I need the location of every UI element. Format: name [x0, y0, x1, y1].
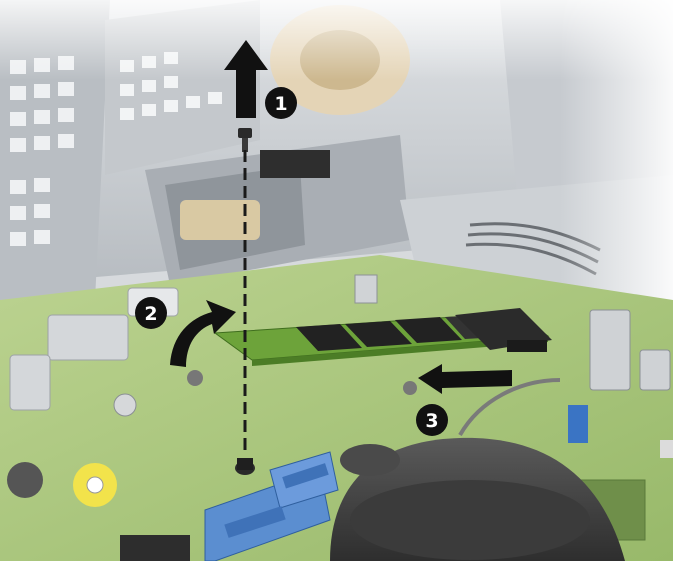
step-callout-1: 1	[265, 87, 297, 119]
step-callout-3: 3	[416, 404, 448, 436]
step-label-1: 1	[274, 93, 287, 115]
screw-standoff	[235, 458, 255, 475]
step-label-3: 3	[425, 410, 438, 432]
step-callout-2: 2	[135, 297, 167, 329]
step-label-2: 2	[144, 303, 157, 325]
